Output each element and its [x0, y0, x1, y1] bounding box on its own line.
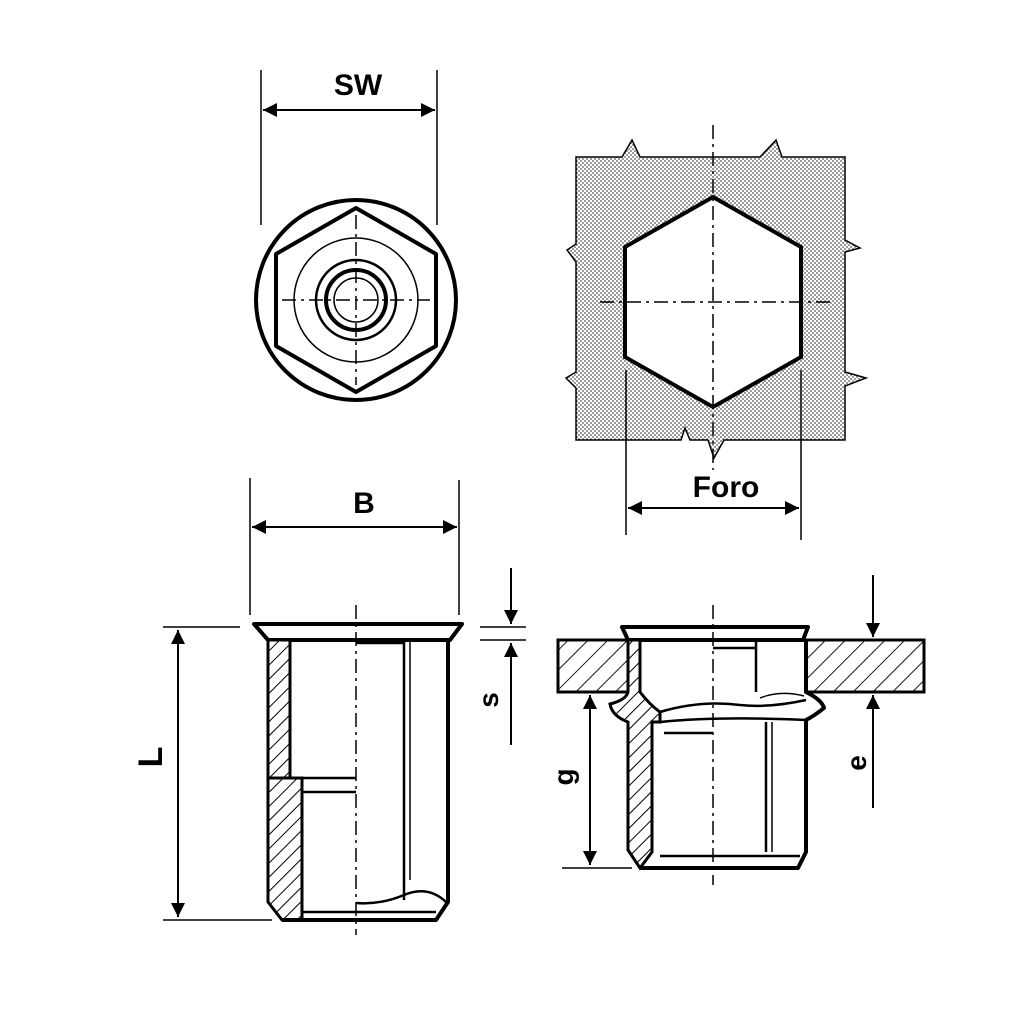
sheet-left — [556, 638, 630, 694]
hatched-wall-lower — [266, 776, 304, 922]
hole-view — [564, 125, 869, 540]
label-b: B — [353, 487, 375, 520]
label-e: e — [841, 755, 872, 771]
hatched-wall-upper — [266, 638, 292, 780]
installed-section-view — [556, 575, 926, 885]
label-sw: SW — [334, 69, 383, 102]
hexagon-outline — [274, 206, 438, 394]
label-s: s — [473, 692, 504, 708]
sheet-right — [804, 638, 926, 694]
installed-wall — [608, 638, 662, 871]
top-view-nut — [254, 70, 458, 402]
label-l: L — [132, 747, 170, 768]
label-foro: Foro — [693, 471, 760, 504]
label-g: g — [548, 768, 579, 785]
side-section-view — [163, 478, 526, 935]
